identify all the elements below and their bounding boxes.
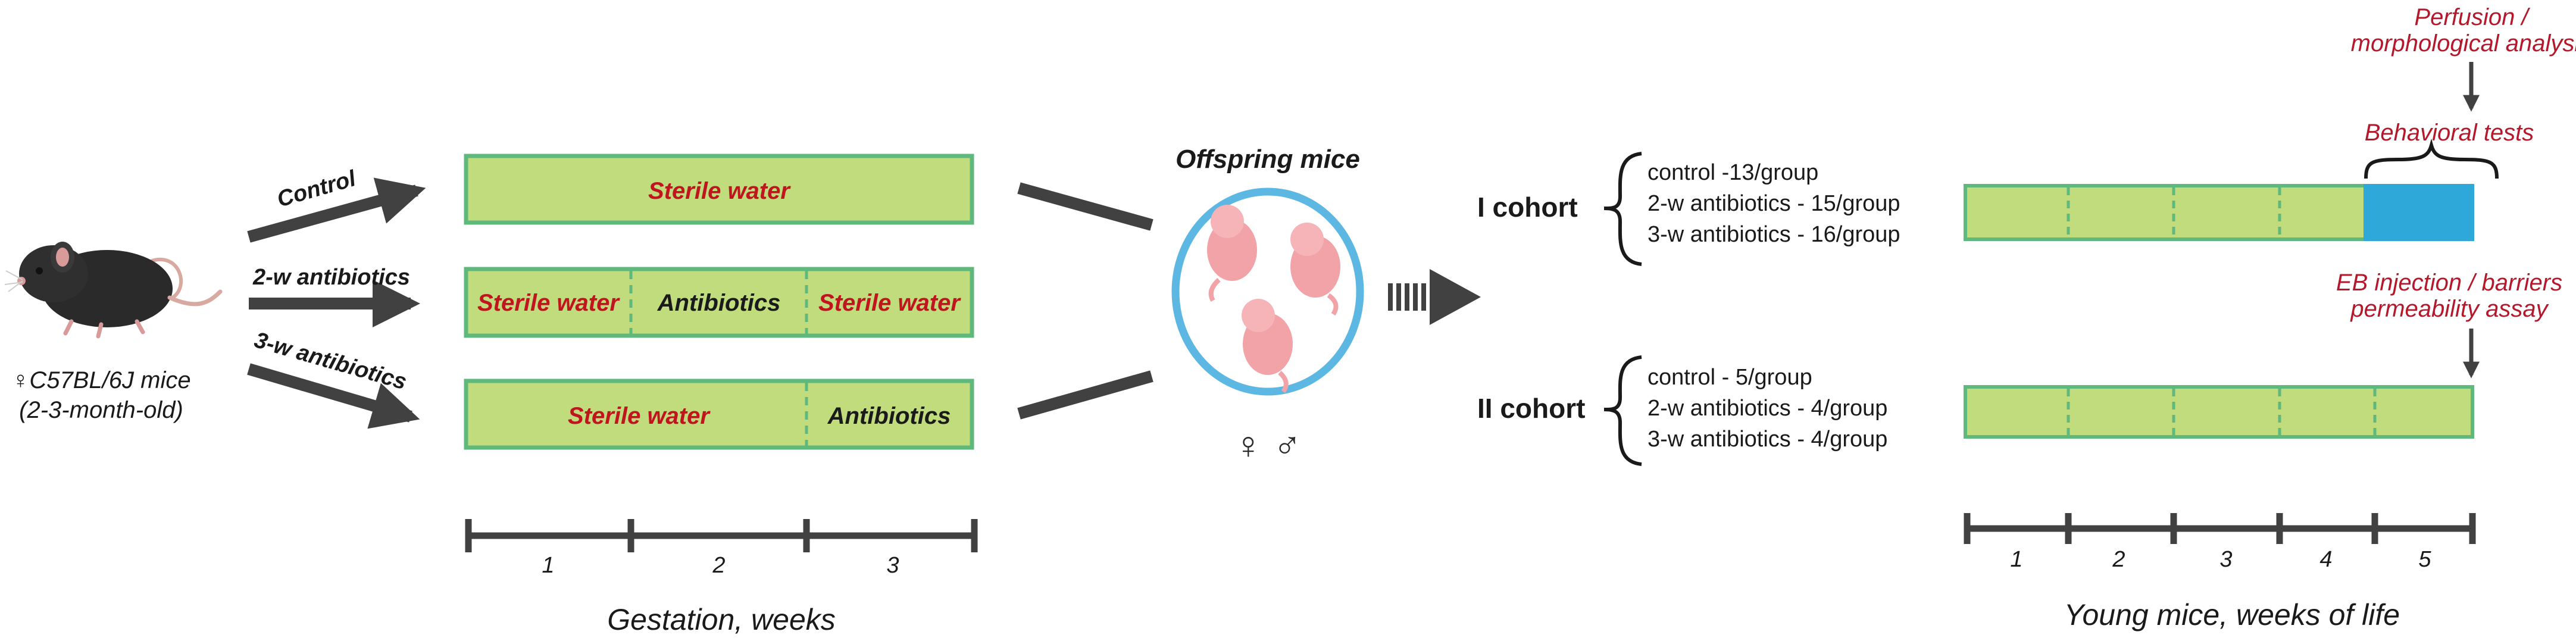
young-mice-tick-3: 3 xyxy=(2219,547,2232,572)
cohort1-timeline-bar xyxy=(1964,184,2474,241)
connector-line-top xyxy=(1017,182,1153,231)
eb-injection-annotation: EB injection / barriers xyxy=(2336,270,2562,296)
behavioral-tests-brace xyxy=(2364,138,2499,179)
bar-antibiotics-label: Antibiotics xyxy=(657,290,781,316)
three-w-antibiotics-arrow xyxy=(247,363,420,429)
gestation-bar-control: Sterile water xyxy=(464,154,974,225)
cohort2-group-2: 2-w antibiotics - 4/group xyxy=(1647,396,1887,421)
cohort1-group-1: control -13/group xyxy=(1647,160,1818,185)
dashed-arrow-icon xyxy=(1388,269,1481,325)
three-w-antibiotics-arrow-label: 3-w antibiotics xyxy=(252,327,409,395)
cohort1-label: I cohort xyxy=(1477,192,1578,223)
connector-line-bottom xyxy=(1017,370,1153,420)
cohort2-group-1: control - 5/group xyxy=(1647,365,1812,390)
gestation-axis: 1 2 3 Gestation, weeks xyxy=(465,519,978,636)
perfusion-annotation: morphological analysis xyxy=(2351,30,2576,57)
bar-antibiotics-label: Antibiotics xyxy=(827,403,951,429)
cohort1-brace xyxy=(1603,152,1642,266)
offspring-sex-symbols: ♀ ♂ xyxy=(1234,424,1302,467)
pup-icon xyxy=(1207,205,1257,302)
cohort2-group-3: 3-w antibiotics - 4/group xyxy=(1647,427,1887,452)
pup-icon xyxy=(1290,223,1340,316)
gestation-axis-label: Gestation, weeks xyxy=(607,603,836,636)
offspring-title: Offspring mice xyxy=(1176,145,1360,174)
cohort1-group-3: 3-w antibiotics - 16/group xyxy=(1647,222,1900,247)
young-mice-tick-2: 2 xyxy=(2112,547,2125,572)
offspring-circle xyxy=(1171,187,1364,396)
young-mice-axis: 1 2 3 4 5 Young mice, weeks of life xyxy=(1964,513,2476,632)
cohort2-brace xyxy=(1603,355,1642,466)
mouse-strain-label: ♀C57BL/6J mice xyxy=(11,367,190,393)
cohort2-timeline-bar xyxy=(1964,385,2474,439)
mouse-icon xyxy=(4,242,223,339)
bar-sterile-water-label: Sterile water xyxy=(477,290,620,316)
gestation-tick-2: 2 xyxy=(712,553,725,578)
young-mice-axis-label: Young mice, weeks of life xyxy=(2064,598,2400,632)
control-arrow xyxy=(247,177,426,243)
gestation-tick-1: 1 xyxy=(542,553,554,578)
gestation-tick-3: 3 xyxy=(886,553,899,578)
gestation-bar-three-w: Sterile water Antibiotics xyxy=(464,379,974,450)
young-mice-tick-4: 4 xyxy=(2319,547,2332,572)
cohort1-group-2: 2-w antibiotics - 15/group xyxy=(1647,191,1900,216)
pup-icon xyxy=(1242,299,1293,393)
two-w-antibiotics-arrow-label: 2-w antibiotics xyxy=(252,265,410,290)
eb-injection-annotation: permeability assay xyxy=(2350,296,2549,322)
bar-sterile-water-label: Sterile water xyxy=(648,178,791,204)
young-mice-tick-5: 5 xyxy=(2418,547,2431,572)
mouse-age-label: (2-3-month-old) xyxy=(19,397,183,423)
young-mice-tick-1: 1 xyxy=(2010,547,2022,572)
bar-sterile-water-label: Sterile water xyxy=(568,403,711,429)
perfusion-annotation: Perfusion / xyxy=(2414,4,2530,30)
behavioral-tests-annotation: Behavioral tests xyxy=(2365,120,2534,146)
gestation-bar-two-w: Sterile water Antibiotics Sterile water xyxy=(464,267,974,338)
cohort2-label: II cohort xyxy=(1477,393,1585,424)
bar-sterile-water-label: Sterile water xyxy=(818,290,961,316)
